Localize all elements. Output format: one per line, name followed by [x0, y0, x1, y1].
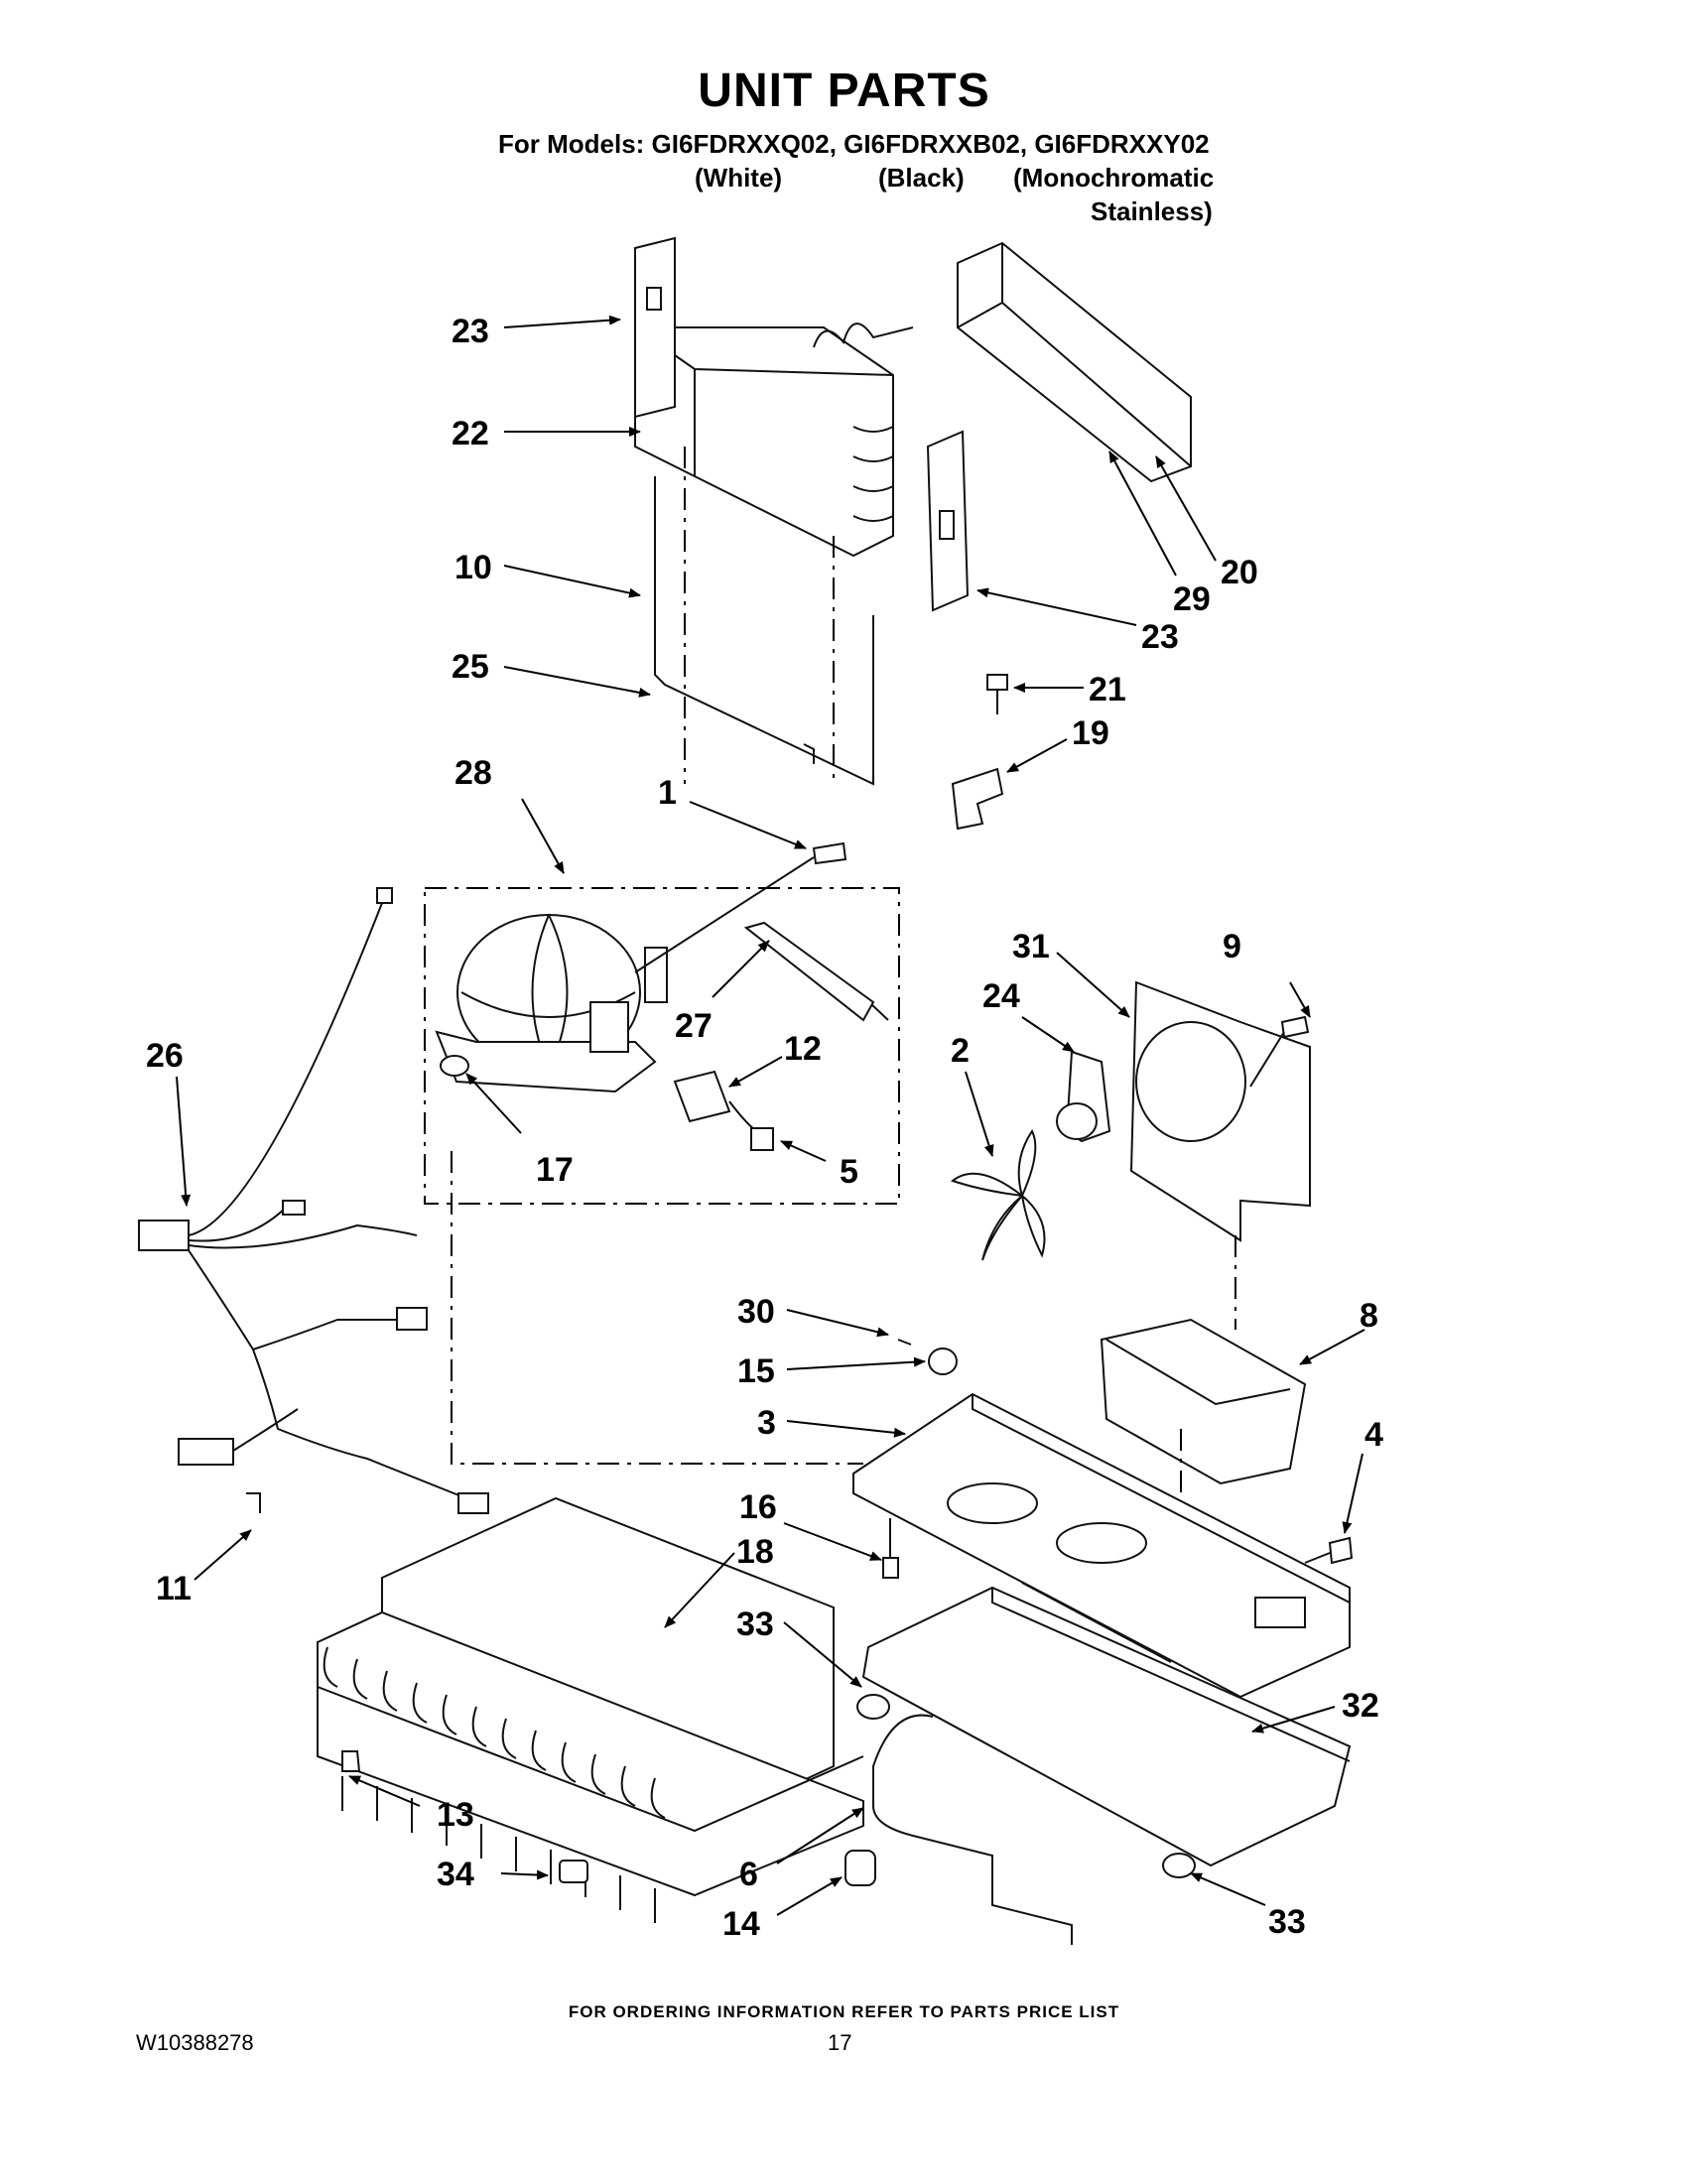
- callout-9: 9: [1223, 928, 1241, 965]
- callout-12: 12: [784, 1030, 822, 1068]
- color-white-label: (White): [695, 163, 783, 193]
- callout-26: 26: [146, 1037, 184, 1075]
- overload-cap-part: [750, 1127, 774, 1151]
- defrost-heater-part: [654, 476, 874, 786]
- callout-11: 11: [156, 1570, 192, 1607]
- grommet-part: [440, 1055, 469, 1077]
- callout-22: 22: [452, 415, 489, 452]
- color-black-label: (Black): [878, 163, 965, 193]
- callout-34: 34: [437, 1856, 474, 1893]
- callout-31: 31: [1012, 928, 1050, 965]
- relay-part: [673, 1070, 757, 1132]
- evaporator-cover-part: [957, 241, 1192, 483]
- screw-part: [986, 674, 1008, 714]
- callout-30: 30: [737, 1293, 775, 1331]
- condenser-part: [317, 1496, 864, 1923]
- compressor-assembly-box: [424, 887, 900, 1205]
- callout-21: 21: [1089, 671, 1126, 708]
- callout-17: 17: [536, 1151, 574, 1189]
- drier-part: [743, 921, 889, 1022]
- callout-20: 20: [1221, 554, 1258, 591]
- callout-25: 25: [452, 648, 489, 686]
- callout-1: 1: [658, 774, 677, 812]
- bolt-part: [634, 841, 847, 973]
- harness-clip-part: [246, 1492, 261, 1513]
- document-number: W10388278: [136, 2030, 254, 2055]
- shroud-screw-part: [1249, 1015, 1310, 1088]
- cap-14-part: [844, 1850, 876, 1886]
- color-mono-label: (Monochromatic: [1013, 163, 1215, 193]
- callout-33: 33: [1268, 1903, 1306, 1941]
- callout-8: 8: [1360, 1297, 1378, 1335]
- callout-5: 5: [840, 1153, 858, 1191]
- callout-23: 23: [452, 313, 489, 350]
- fan-motor-part: [1056, 1050, 1111, 1143]
- spacer-part: [897, 1339, 912, 1346]
- callout-19: 19: [1072, 714, 1109, 752]
- callout-16: 16: [739, 1488, 777, 1526]
- evaporator-bracket-right-part: [926, 430, 970, 612]
- callout-10: 10: [454, 549, 492, 586]
- screw-16-part: [882, 1518, 899, 1579]
- callout-27: 27: [675, 1007, 713, 1045]
- callout-23: 23: [1141, 618, 1179, 656]
- page-number: 17: [828, 2030, 852, 2055]
- base-screw-part: [1304, 1536, 1354, 1565]
- callout-33: 33: [736, 1606, 774, 1643]
- wire-harness-part: [138, 887, 489, 1514]
- callout-4: 4: [1364, 1416, 1383, 1454]
- callout-28: 28: [454, 754, 492, 792]
- callout-29: 29: [1173, 580, 1211, 618]
- callout-15: 15: [737, 1352, 775, 1390]
- ordering-note: FOR ORDERING INFORMATION REFER TO PARTS …: [568, 2002, 1120, 2021]
- tube-part: [872, 1714, 1073, 1945]
- drain-pan-part: [861, 1586, 1352, 1867]
- evaporator-bracket-left-part: [634, 236, 676, 419]
- callout-13: 13: [437, 1796, 474, 1834]
- page-title: UNIT PARTS: [698, 64, 990, 117]
- condenser-clip-part: [341, 1750, 361, 1772]
- callout-14: 14: [722, 1905, 760, 1943]
- callout-2: 2: [951, 1032, 970, 1070]
- leveling-foot-part: [856, 1694, 890, 1720]
- clip-part: [951, 767, 1004, 831]
- fan-blade-part: [950, 1129, 1046, 1261]
- callout-18: 18: [736, 1533, 774, 1571]
- compressor-part: [435, 914, 668, 1093]
- machine-compartment-base-part: [852, 1392, 1351, 1699]
- models-line: For Models: GI6FDRXXQ02, GI6FDRXXB02, GI…: [498, 129, 1210, 159]
- leveling-foot-part: [1162, 1853, 1196, 1878]
- plug-part: [559, 1860, 588, 1883]
- condenser-fan-bracket-part: [1100, 1318, 1307, 1485]
- callout-32: 32: [1342, 1687, 1379, 1725]
- callout-24: 24: [982, 977, 1020, 1015]
- color-stainless-label: Stainless): [1091, 196, 1213, 226]
- callout-6: 6: [739, 1856, 758, 1893]
- evaporator-part: [634, 322, 914, 558]
- callout-3: 3: [757, 1404, 776, 1442]
- grommet-15-part: [928, 1348, 958, 1375]
- fan-shroud-part: [1129, 980, 1311, 1242]
